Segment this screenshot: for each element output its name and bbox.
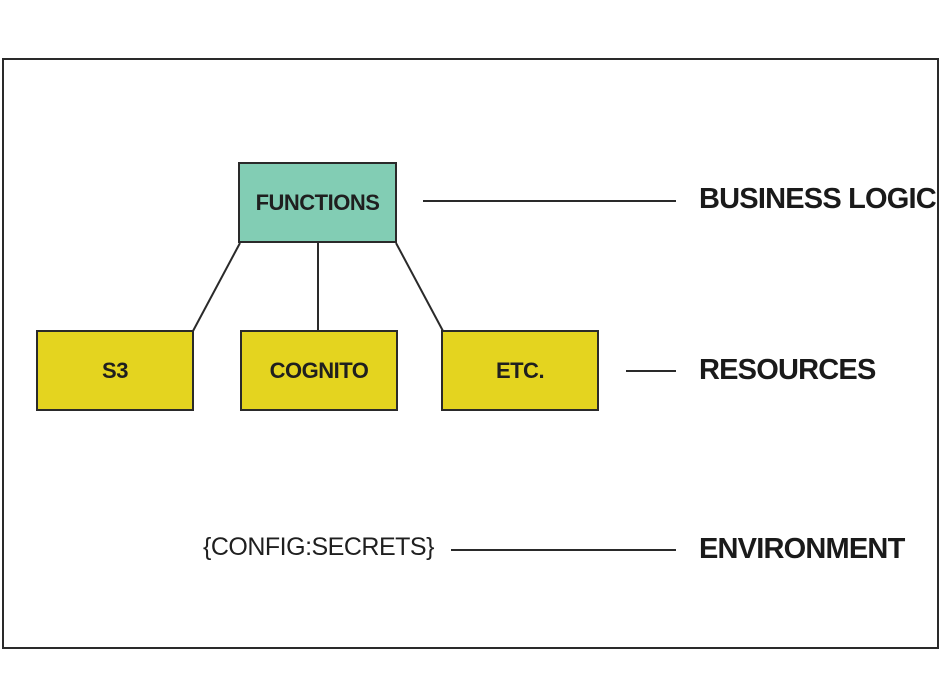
functions-node-label: FUNCTIONS: [255, 189, 380, 215]
functions-node: FUNCTIONS: [238, 162, 397, 243]
resources-label: RESOURCES: [699, 354, 876, 386]
s3-node: S3: [36, 330, 194, 411]
cognito-node-label: COGNITO: [269, 357, 369, 383]
s3-node-label: S3: [102, 357, 128, 383]
environment-label: ENVIRONMENT: [699, 533, 905, 565]
diagram-frame: [2, 58, 939, 649]
config-secrets-label: {CONFIG:SECRETS}: [203, 533, 434, 561]
edge-functions-etc: [395, 242, 444, 332]
etc-node: ETC.: [441, 330, 599, 411]
edge-functions-s3: [192, 242, 241, 332]
cognito-node: COGNITO: [240, 330, 398, 411]
etc-node-label: ETC.: [495, 357, 545, 383]
business-logic-label: BUSINESS LOGIC: [699, 183, 937, 215]
